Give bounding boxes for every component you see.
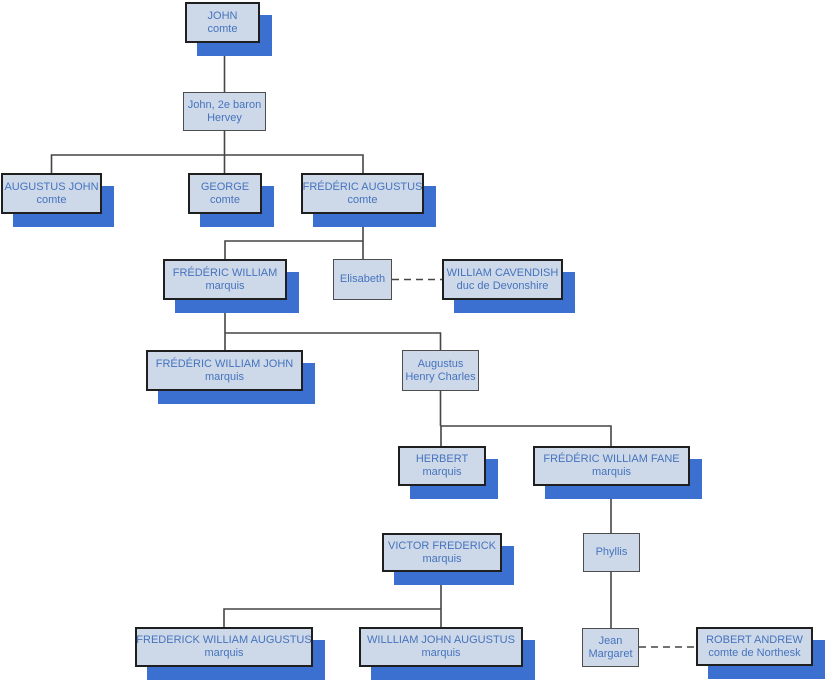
person-title: marquis	[204, 370, 245, 383]
person-name: JOHN	[207, 9, 238, 22]
connector-victor-children	[223, 572, 442, 627]
node-willliam-john-augustus[interactable]: WILLLIAM JOHN AUGUSTUS marquis	[359, 627, 523, 667]
person-title: marquis	[591, 466, 632, 478]
node-elisabeth[interactable]: Elisabeth	[333, 259, 392, 300]
person-name: Augustus	[417, 357, 464, 370]
person-title: comte	[210, 193, 240, 206]
person-title: marquis	[204, 647, 244, 659]
node-victor-frederick[interactable]: VICTOR FREDERICK marquis	[382, 533, 502, 572]
node-herbert[interactable]: HERBERT marquis	[398, 446, 486, 486]
person-title: marquis	[421, 647, 461, 659]
node-william-cavendish[interactable]: WILLIAM CAVENDISH duc de Devonshire	[442, 259, 563, 300]
node-george[interactable]: GEORGE comte	[188, 173, 262, 214]
node-frederic-william-fane[interactable]: FRÉDÉRIC WILLIAM FANE marquis	[533, 446, 690, 486]
person-title: Henry Charles	[405, 370, 476, 383]
person-title: comte	[207, 22, 238, 35]
connector-baron-to-sons	[50, 131, 364, 173]
node-frederick-william-augustus[interactable]: FREDERICK WILLIAM AUGUSTUS marquis	[135, 627, 313, 667]
node-augustus-john[interactable]: AUGUSTUS JOHN comte	[1, 173, 102, 214]
person-name: ROBERT ANDREW	[706, 633, 803, 646]
person-name: John, 2e baron	[187, 98, 262, 111]
node-john-2e-baron-hervey[interactable]: John, 2e baron Hervey	[183, 92, 266, 131]
person-name: Jean	[598, 634, 623, 647]
node-frederic-william-john[interactable]: FRÉDÉRIC WILLIAM JOHN marquis	[146, 350, 303, 391]
person-name: Elisabeth	[339, 273, 386, 285]
person-title: comte	[36, 193, 67, 206]
person-name: FREDERICK WILLIAM AUGUSTUS	[136, 634, 312, 646]
person-title: comte de Northesk	[708, 646, 801, 659]
person-title: duc de Devonshire	[456, 279, 549, 292]
node-robert-andrew[interactable]: ROBERT ANDREW comte de Northesk	[696, 627, 813, 666]
person-name: WILLIAM CAVENDISH	[446, 266, 559, 279]
connector-frederic-william-children	[224, 300, 442, 350]
person-title: marquis	[422, 466, 462, 478]
person-name: FRÉDÉRIC WILLIAM FANE	[543, 453, 680, 465]
person-title: Margaret	[588, 647, 633, 660]
node-phyllis[interactable]: Phyllis	[583, 533, 640, 572]
person-title: Hervey	[207, 111, 242, 124]
node-frederic-augustus[interactable]: FRÉDÉRIC AUGUSTUS comte	[301, 173, 424, 214]
connector-frederic-augustus-children	[224, 214, 364, 259]
node-john[interactable]: JOHN comte	[185, 2, 260, 43]
person-name: FRÉDÉRIC WILLIAM JOHN	[155, 357, 294, 370]
person-name: GEORGE	[200, 180, 250, 193]
person-name: WILLLIAM JOHN AUGUSTUS	[367, 634, 515, 646]
person-name: FRÉDÉRIC AUGUSTUS	[302, 180, 423, 193]
person-name: HERBERT	[415, 453, 469, 465]
person-name: VICTOR FREDERICK	[388, 539, 496, 552]
person-title: comte	[347, 193, 378, 206]
node-frederic-william[interactable]: FRÉDÉRIC WILLIAM marquis	[163, 259, 287, 300]
connector-augustus-henry-children	[439, 391, 612, 446]
node-augustus-henry-charles[interactable]: Augustus Henry Charles	[402, 350, 479, 391]
node-jean-margaret[interactable]: Jean Margaret	[582, 628, 639, 667]
person-title: marquis	[205, 279, 245, 292]
person-name: FRÉDÉRIC WILLIAM	[172, 266, 278, 279]
person-name: Phyllis	[595, 546, 628, 558]
person-name: AUGUSTUS JOHN	[4, 180, 99, 193]
person-title: marquis	[422, 552, 462, 565]
